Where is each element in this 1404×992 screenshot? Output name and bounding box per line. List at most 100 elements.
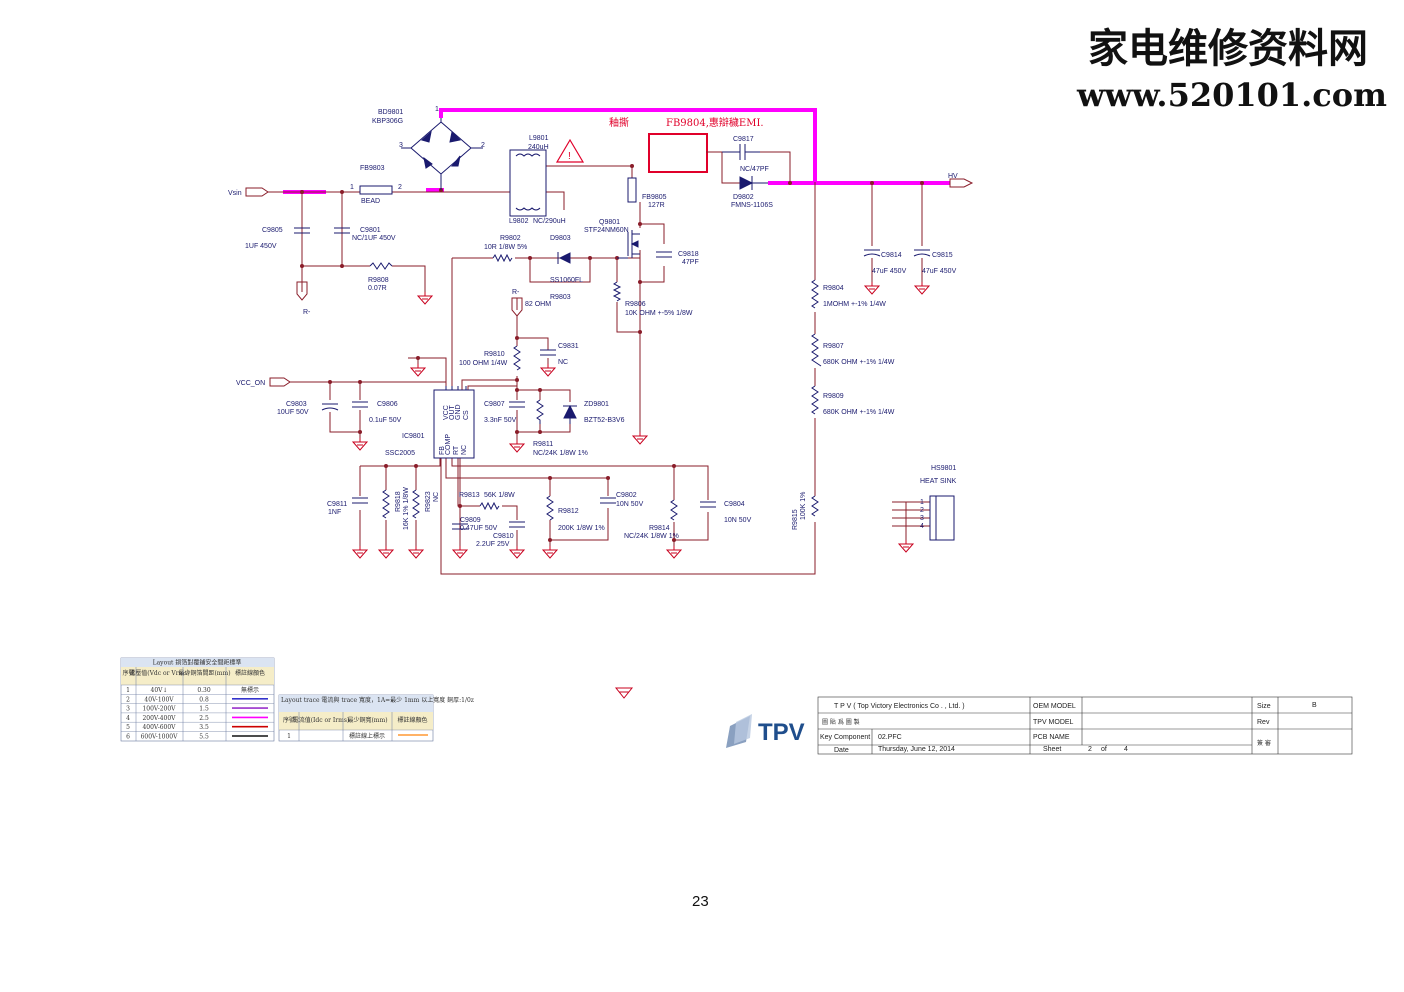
- legend1-row-spacing: 1.5: [199, 706, 209, 713]
- gnd-c9807: [509, 439, 525, 453]
- r9813-value: 56K 1/8W: [484, 492, 515, 499]
- vsin-label: Vsin: [228, 190, 242, 197]
- tb-pcb-name-label: PCB NAME: [1033, 734, 1070, 741]
- l9802-value: NC/290uH: [533, 218, 566, 225]
- ic9801-pin-top-2: GND: [455, 404, 462, 420]
- c9801-value: NC/1UF 450V: [352, 235, 396, 242]
- r9806-ref: R9806: [625, 301, 646, 308]
- bd9801-pin3: 3: [399, 142, 403, 149]
- gnd-c9811: [352, 545, 368, 559]
- c9804-value: 10N 50V: [724, 517, 752, 524]
- r9807-ref: R9807: [823, 343, 844, 350]
- r-minus-port-center: [511, 297, 523, 317]
- legend1-row-voltage: 400V-600V: [142, 724, 176, 731]
- tb-size-label: Size: [1257, 703, 1271, 710]
- legend1-row-voltage: 40V-100V: [144, 696, 174, 703]
- tb-sign-label: 簽 審: [1257, 739, 1271, 747]
- tb-company: T P V ( Top Victory Electronics Co . , L…: [834, 703, 965, 710]
- gnd-c9815: [914, 281, 930, 295]
- r9804-ref: R9804: [823, 285, 844, 292]
- ic9801-pin-top-1: OUT: [449, 405, 456, 421]
- bd9801-bridge: [401, 118, 483, 190]
- d9802-ref: D9802: [733, 194, 754, 201]
- gnd-c9806: [352, 437, 368, 451]
- c9806-capacitor: [352, 401, 368, 408]
- legend1-row-no: 4: [126, 715, 130, 722]
- r9806-resistor: [612, 281, 622, 302]
- c9809-value: 0.47UF 50V: [460, 525, 498, 532]
- legend1-row-spacing: 0.30: [197, 687, 211, 694]
- legend2-row-no: 1: [287, 733, 291, 740]
- vsin-port: [245, 187, 269, 197]
- hv-rail-top: [441, 108, 817, 182]
- c9803-value: 10UF 50V: [277, 409, 309, 416]
- legend2-header-2: 最少銅寬(mm): [347, 716, 387, 724]
- legend2-row-width: 標註線上標示: [349, 732, 385, 740]
- gnd-r9823: [408, 545, 424, 559]
- c9815-value: 47uF 450V: [922, 268, 957, 275]
- r9818-ref: R9818: [395, 491, 402, 512]
- l9801-inductor: [509, 149, 547, 217]
- hs9801-value: HEAT SINK: [920, 478, 957, 485]
- r9808-ref: R9808: [368, 277, 389, 284]
- ic9801-pin-bottom-3: NC: [461, 445, 468, 455]
- c9811-ref: C9811: [327, 501, 347, 508]
- c9814-capacitor: [863, 249, 881, 257]
- tb-of-value: 4: [1124, 746, 1128, 753]
- l9802-coil: [515, 207, 541, 211]
- r9818-value: 16K 1% 1/8W: [403, 487, 410, 530]
- r9809-ref: R9809: [823, 393, 844, 400]
- q9801-mosfet: [617, 230, 640, 259]
- legend2-header-3: 標註線顏色: [397, 716, 427, 724]
- c9802-ref: C9802: [616, 492, 637, 499]
- bd9801-pin2: 2: [481, 142, 485, 149]
- c9818-value: 47PF: [682, 259, 699, 266]
- legend1-row-spacing: 5.5: [199, 734, 209, 741]
- c9810-ref: C9810: [493, 533, 514, 540]
- bd9801-pin1: 1: [435, 106, 439, 113]
- gnd-r9808: [417, 291, 433, 305]
- legend1-header-1: 電壓值(Vdc or Vrms): [129, 669, 189, 677]
- r9807-resistor: [811, 333, 822, 367]
- junctions: [300, 164, 924, 542]
- legend1-row-voltage: 100V-200V: [142, 706, 176, 713]
- r-minus-port-left: [296, 281, 308, 301]
- l9801-value: 240uH: [528, 144, 549, 151]
- tb-sheet-value: 2: [1088, 746, 1092, 753]
- c9804-ref: C9804: [724, 501, 745, 508]
- r9812-ref: R9812: [558, 508, 579, 515]
- c9802-value: 10N 50V: [616, 501, 644, 508]
- r9818-resistor: [382, 489, 390, 519]
- tb-key-component-label: Key Component: [820, 734, 870, 741]
- tb-drawing-name-label: 圖 貼 爲 圖 製: [822, 718, 860, 726]
- r9802-ref: R9802: [500, 235, 521, 242]
- legend1-row-spacing: 3.5: [199, 724, 209, 731]
- c9807-capacitor: [509, 401, 525, 408]
- gnd-q9801: [632, 431, 648, 445]
- tb-size-value: B: [1312, 702, 1317, 709]
- c9806-ref: C9806: [377, 401, 398, 408]
- bd9801-value: KBP306G: [372, 118, 403, 125]
- fb9805-value: 127R: [648, 202, 665, 209]
- tb-key-component-value: 02.PFC: [878, 734, 902, 741]
- title-block: [817, 696, 1353, 755]
- d9803-ref: D9803: [550, 235, 571, 242]
- d9803-value: SS1060FL: [550, 277, 583, 284]
- c9815-capacitor: [913, 249, 931, 257]
- legend1-row-spacing: 0.8: [199, 696, 209, 703]
- tb-of-label: of: [1101, 746, 1107, 753]
- legend2-header-1: 電流值(Idc or Irms): [293, 716, 350, 724]
- hs9801-pin4: 4: [920, 523, 924, 530]
- tpv-logo-text: TPV: [758, 719, 805, 746]
- q9801-ref: Q9801: [599, 219, 620, 226]
- d9802-value: FMNS-1106S: [731, 202, 773, 209]
- legend-trace-width: Layout trace 電流與 trace 寬度，1A=最少 1mm 以上寬度…: [278, 694, 474, 742]
- ic9801-value: SSC2005: [385, 450, 415, 457]
- gnd-r9818: [378, 545, 394, 559]
- c9811-capacitor: [352, 497, 368, 504]
- vcc-on-port: [269, 377, 291, 387]
- c9831-ref: C9831: [558, 343, 579, 350]
- r9823-value: NC: [433, 492, 440, 502]
- zd9801-zener: [563, 404, 577, 424]
